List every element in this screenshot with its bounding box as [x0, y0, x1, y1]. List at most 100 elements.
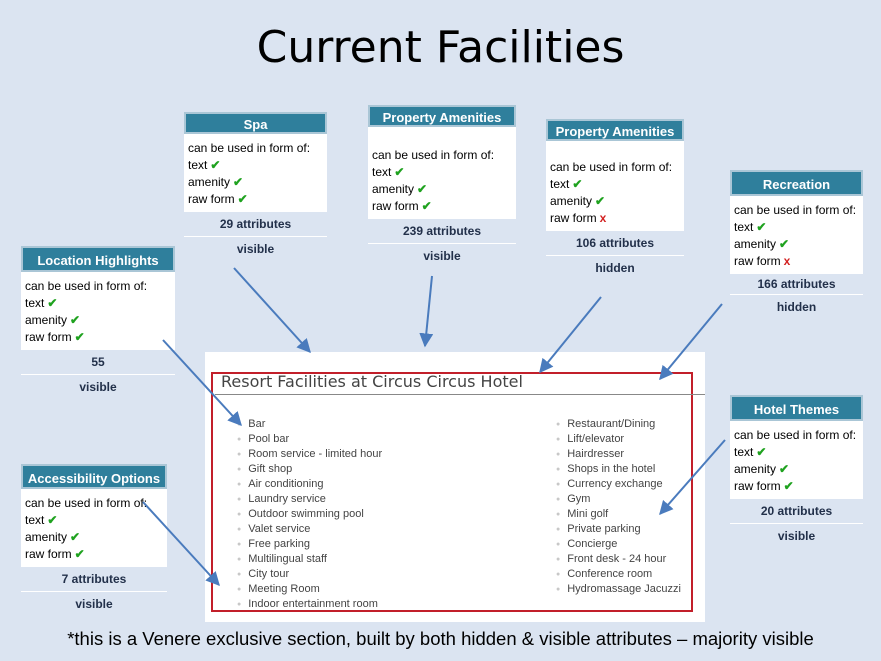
arrow-amenities-hidden: [539, 296, 602, 374]
form-raw-label: raw form: [188, 192, 235, 206]
card-spa: Spa can be used in form of: text✔ amenit…: [184, 112, 327, 261]
form-raw-label: raw form: [734, 254, 781, 268]
slide-title: Current Facilities: [256, 22, 625, 73]
check-icon: ✔: [210, 158, 221, 172]
card-property-amenities-visible: Property Amenities can be used in form o…: [368, 105, 516, 268]
footnote: *this is a Venere exclusive section, bui…: [67, 628, 814, 649]
card-body: can be used in form of: text✔ amenity✔ r…: [730, 421, 863, 499]
card-body: can be used in form of: text✔ amenity✔ r…: [546, 141, 684, 231]
check-icon: ✔: [756, 220, 767, 234]
form-text-label: text: [734, 220, 754, 234]
facility-item: Shops in the hotel: [556, 462, 681, 477]
cross-icon: x: [783, 254, 791, 268]
card-header: Location Highlights: [21, 246, 175, 272]
facility-item: Outdoor swimming pool: [237, 507, 382, 522]
form-raw-label: raw form: [25, 330, 72, 344]
facility-item: Gift shop: [237, 462, 382, 477]
check-icon: ✔: [783, 479, 794, 493]
attribute-count: 55: [21, 350, 175, 374]
form-text-label: text: [734, 445, 754, 459]
resort-title: Resort Facilities at Circus Circus Hotel: [221, 372, 523, 391]
form-raw-label: raw form: [550, 211, 597, 225]
check-icon: ✔: [70, 530, 81, 544]
resort-facilities-panel: Resort Facilities at Circus Circus Hotel…: [205, 352, 705, 622]
facility-list-left: Bar Pool bar Room service - limited hour…: [237, 417, 382, 612]
facility-item: Conference room: [556, 567, 681, 582]
facility-item: Currency exchange: [556, 477, 681, 492]
cross-icon: x: [599, 211, 607, 225]
facility-item: Valet service: [237, 522, 382, 537]
card-body: can be used in form of: text✔ amenity✔ r…: [368, 127, 516, 219]
visibility-status: visible: [730, 523, 863, 548]
check-icon: ✔: [74, 547, 85, 561]
card-header: Accessibility Options: [21, 464, 167, 489]
card-header: Property Amenities: [368, 105, 516, 127]
visibility-status: visible: [21, 591, 167, 616]
card-location-highlights: Location Highlights can be used in form …: [21, 246, 175, 399]
arrow-recreation: [659, 303, 723, 381]
card-accessibility-options: Accessibility Options can be used in for…: [21, 464, 167, 616]
divider: [215, 394, 705, 395]
card-intro: can be used in form of:: [734, 203, 857, 217]
check-icon: ✔: [421, 199, 432, 213]
card-hotel-themes: Hotel Themes can be used in form of: tex…: [730, 395, 863, 548]
arrow-themes: [659, 439, 726, 516]
card-intro: can be used in form of:: [550, 160, 673, 174]
attribute-count: 29 attributes: [184, 212, 327, 236]
card-intro: can be used in form of:: [372, 148, 495, 162]
facility-item: Mini golf: [556, 507, 681, 522]
form-amenity-label: amenity: [550, 194, 593, 208]
attribute-count: 20 attributes: [730, 499, 863, 523]
facility-item: Hairdresser: [556, 447, 681, 462]
facility-item: Front desk - 24 hour: [556, 552, 681, 567]
facility-item: Multilingual staff: [237, 552, 382, 567]
visibility-status: visible: [21, 374, 175, 399]
check-icon: ✔: [595, 194, 606, 208]
visibility-status: visible: [368, 243, 516, 268]
card-intro: can be used in form of:: [25, 279, 148, 293]
facility-item: Free parking: [237, 537, 382, 552]
facility-item: Indoor entertainment room: [237, 597, 382, 612]
card-body: can be used in form of: text✔ amenity✔ r…: [21, 489, 167, 567]
arrow-location: [162, 339, 242, 427]
facility-item: Gym: [556, 492, 681, 507]
form-raw-label: raw form: [372, 199, 419, 213]
form-text-label: text: [25, 513, 45, 527]
facility-item: Laundry service: [237, 492, 382, 507]
facility-list-right: Restaurant/Dining Lift/elevator Hairdres…: [556, 417, 681, 597]
facility-item: Hydromassage Jacuzzi: [556, 582, 681, 597]
facility-item: Lift/elevator: [556, 432, 681, 447]
arrow-spa: [233, 267, 311, 354]
form-amenity-label: amenity: [734, 462, 777, 476]
attribute-count: 239 attributes: [368, 219, 516, 243]
form-text-label: text: [188, 158, 208, 172]
check-icon: ✔: [756, 445, 767, 459]
facility-item: Concierge: [556, 537, 681, 552]
check-icon: ✔: [779, 462, 790, 476]
card-intro: can be used in form of:: [188, 141, 311, 155]
card-recreation: Recreation can be used in form of: text✔…: [730, 170, 863, 319]
facility-item: Air conditioning: [237, 477, 382, 492]
check-icon: ✔: [417, 182, 428, 196]
facility-item: Meeting Room: [237, 582, 382, 597]
arrow-amenities-visible: [419, 275, 434, 348]
check-icon: ✔: [233, 175, 244, 189]
card-header: Property Amenities: [546, 119, 684, 141]
card-body: can be used in form of: text✔ amenity✔ r…: [21, 272, 175, 350]
facility-item: Restaurant/Dining: [556, 417, 681, 432]
visibility-status: hidden: [730, 294, 863, 319]
check-icon: ✔: [394, 165, 405, 179]
card-header: Recreation: [730, 170, 863, 196]
check-icon: ✔: [74, 330, 85, 344]
form-text-label: text: [550, 177, 570, 191]
form-amenity-label: amenity: [734, 237, 777, 251]
card-header: Spa: [184, 112, 327, 134]
form-raw-label: raw form: [734, 479, 781, 493]
card-body: can be used in form of: text✔ amenity✔ r…: [730, 196, 863, 274]
attribute-count: 106 attributes: [546, 231, 684, 255]
facility-item: Pool bar: [237, 432, 382, 447]
attribute-count: 7 attributes: [21, 567, 167, 591]
card-intro: can be used in form of:: [25, 496, 148, 510]
attribute-count: 166 attributes: [730, 274, 863, 294]
